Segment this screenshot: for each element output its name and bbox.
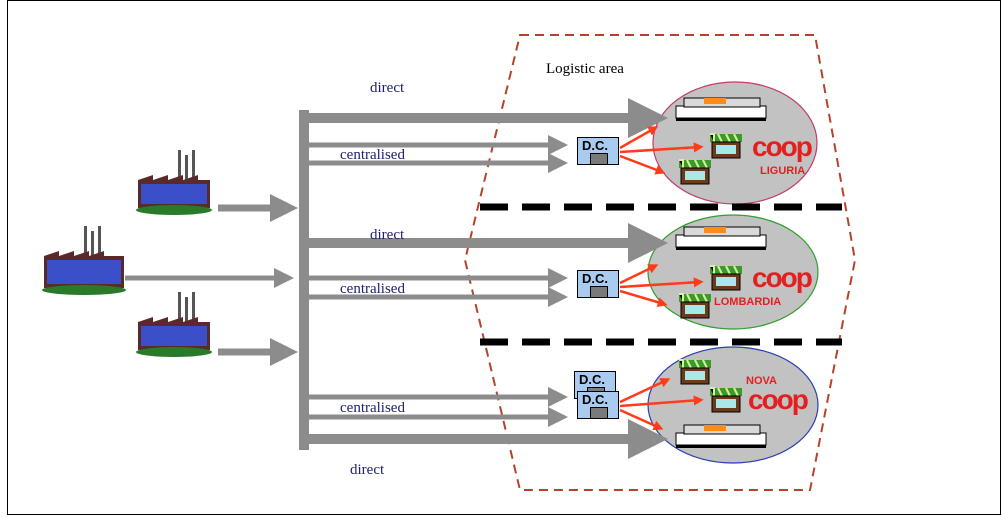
- store-icon: [679, 359, 711, 385]
- hypermarket-icon: [675, 226, 767, 250]
- dc-label: D.C.: [582, 138, 608, 153]
- factory-icon: [42, 226, 126, 295]
- flow-label-direct: direct: [350, 462, 385, 478]
- distribution-centre: D.C.: [577, 137, 619, 165]
- flow-label-centralised: centralised: [340, 147, 405, 163]
- dc-door-icon: [590, 407, 608, 419]
- factory-flow-arrows: [125, 194, 298, 366]
- factory-icon: [136, 150, 212, 215]
- dc-label: D.C.: [582, 271, 608, 286]
- hypermarket-icon: [675, 97, 767, 121]
- factory-icon: [136, 292, 212, 357]
- store-icon: [679, 159, 711, 185]
- flow-label-centralised: centralised: [340, 400, 405, 416]
- dc-label: D.C.: [579, 372, 605, 387]
- region-name-nova: NOVA: [746, 375, 777, 387]
- store-icon: [710, 387, 742, 413]
- store-icon: [710, 133, 742, 159]
- coop-logo: coop: [752, 131, 813, 162]
- flow-label-direct: direct: [370, 227, 405, 243]
- flow-label-direct: direct: [370, 80, 405, 96]
- store-icon: [679, 293, 711, 319]
- dc-door-icon: [590, 153, 608, 165]
- flow-label-centralised: centralised: [340, 281, 405, 297]
- dc-label: D.C.: [582, 392, 608, 407]
- logistic-area-boundary: [463, 34, 857, 491]
- distribution-centre: D.C.: [577, 391, 619, 419]
- coop-logo: coop: [752, 262, 813, 293]
- diagram-frame: [7, 0, 1001, 515]
- store-icon: [710, 265, 742, 291]
- hypermarket-icon: [675, 424, 767, 448]
- distribution-centre: D.C.: [577, 270, 619, 298]
- distribution-branches: [304, 98, 668, 459]
- coop-logo: coop: [748, 384, 809, 415]
- logistic-area-label: Logistic area: [546, 61, 624, 77]
- dc-delivery-arrows: [619, 126, 704, 430]
- region-name-lombardia: LOMBARDIA: [714, 296, 782, 308]
- region-name-liguria: LIGURIA: [760, 165, 806, 177]
- dc-door-icon: [590, 286, 608, 298]
